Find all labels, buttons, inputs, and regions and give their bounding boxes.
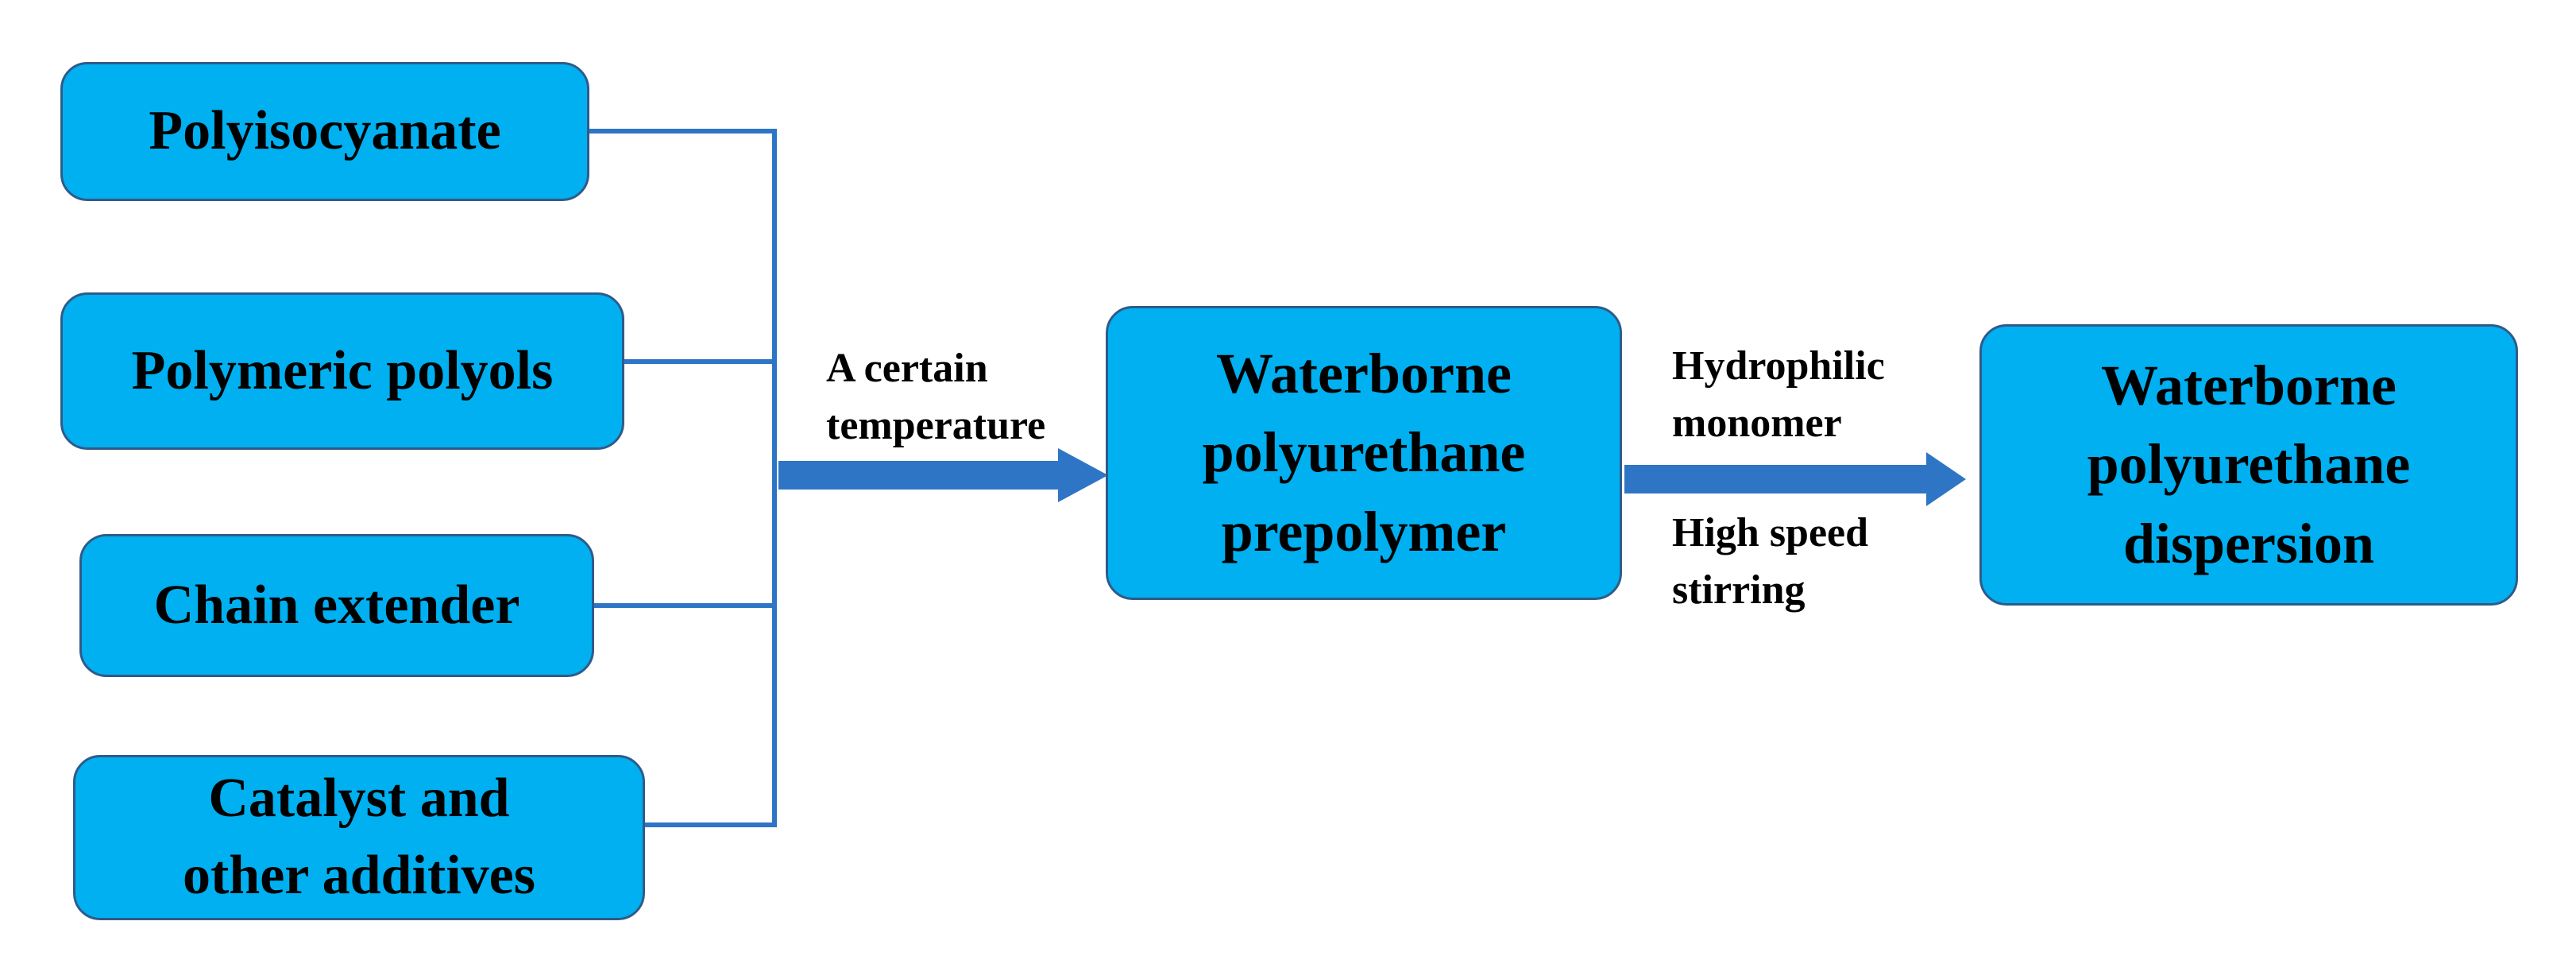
box-dispersion-line2: polyurethane bbox=[2087, 432, 2411, 497]
box-polymeric-polyols: Polymeric polyols bbox=[60, 292, 624, 450]
label-hydrophilic-monomer: Hydrophilic monomer bbox=[1672, 338, 1885, 452]
box-polyisocyanate: Polyisocyanate bbox=[60, 62, 589, 201]
label-certain-temperature: A certain temperature bbox=[826, 340, 1045, 455]
box-polymeric-polyols-text: Polymeric polyols bbox=[131, 339, 554, 401]
box-catalyst-text-line2: other additives bbox=[183, 845, 535, 906]
box-dispersion-line3: dispersion bbox=[2122, 511, 2375, 575]
box-prepolymer-line1: Waterborne bbox=[1216, 341, 1512, 405]
label-hydrophilic-monomer-line2: monomer bbox=[1672, 400, 1842, 446]
box-chain-extender: Chain extender bbox=[79, 534, 594, 677]
box-prepolymer: Waterborne polyurethane prepolymer bbox=[1106, 306, 1622, 600]
box-dispersion-line1: Waterborne bbox=[2101, 353, 2396, 417]
box-dispersion: Waterborne polyurethane dispersion bbox=[1979, 324, 2518, 606]
box-catalyst: Catalyst and other additives bbox=[73, 755, 645, 920]
box-catalyst-text-line1: Catalyst and bbox=[208, 768, 510, 830]
label-high-speed-stirring-line1: High speed bbox=[1672, 510, 1869, 555]
label-high-speed-stirring-line2: stirring bbox=[1672, 567, 1806, 613]
box-polyisocyanate-text: Polyisocyanate bbox=[149, 100, 501, 162]
label-certain-temperature-line1: A certain bbox=[826, 346, 988, 391]
label-certain-temperature-line2: temperature bbox=[826, 402, 1046, 448]
label-high-speed-stirring: High speed stirring bbox=[1672, 505, 1868, 619]
box-prepolymer-line2: polyurethane bbox=[1202, 420, 1526, 485]
box-chain-extender-text: Chain extender bbox=[153, 574, 520, 636]
arrow-to-prepolymer bbox=[778, 448, 1108, 502]
arrow-to-dispersion bbox=[1624, 452, 1966, 506]
label-hydrophilic-monomer-line1: Hydrophilic bbox=[1672, 343, 1885, 389]
box-prepolymer-line3: prepolymer bbox=[1221, 499, 1507, 563]
